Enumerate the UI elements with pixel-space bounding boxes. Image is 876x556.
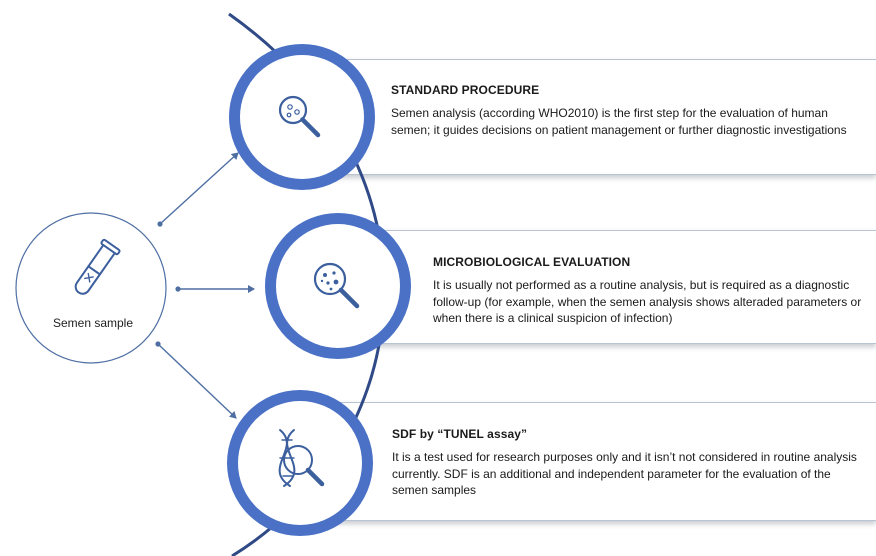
semen-sample-node [15, 212, 167, 364]
magnifier-bacteria-icon [313, 262, 360, 309]
standard-procedure-node [229, 44, 375, 190]
connector-arrows [155, 152, 255, 419]
arrow-to-standard-procedure [159, 152, 239, 225]
panel-sdf-tunel-assay: SDF by “TUNEL assay” It is a test used f… [288, 402, 876, 521]
step-title: SDF by “TUNEL assay” [392, 427, 528, 441]
semen-sample-label: Semen sample [52, 316, 134, 330]
step-description: It is usually not performed as a routine… [433, 278, 862, 325]
step-description: Semen analysis (according WHO2010) is th… [391, 106, 847, 137]
step-title: STANDARD PROCEDURE [391, 83, 540, 97]
test-tube-icon [74, 238, 121, 295]
panel-microbiological-evaluation: MICROBIOLOGICAL EVALUATION It is usually… [328, 230, 876, 344]
magnifier-dna-icon [278, 429, 325, 487]
panel-standard-procedure: STANDARD PROCEDURE Semen analysis (accor… [288, 59, 876, 175]
step-description: It is a test used for research purposes … [392, 450, 857, 497]
microbiological-evaluation-node [265, 213, 411, 359]
sdf-tunel-assay-node [227, 390, 373, 536]
step-title: MICROBIOLOGICAL EVALUATION [433, 255, 631, 269]
magnifier-cells-icon [278, 95, 321, 138]
arrow-to-sdf-tunel-assay [157, 343, 237, 419]
